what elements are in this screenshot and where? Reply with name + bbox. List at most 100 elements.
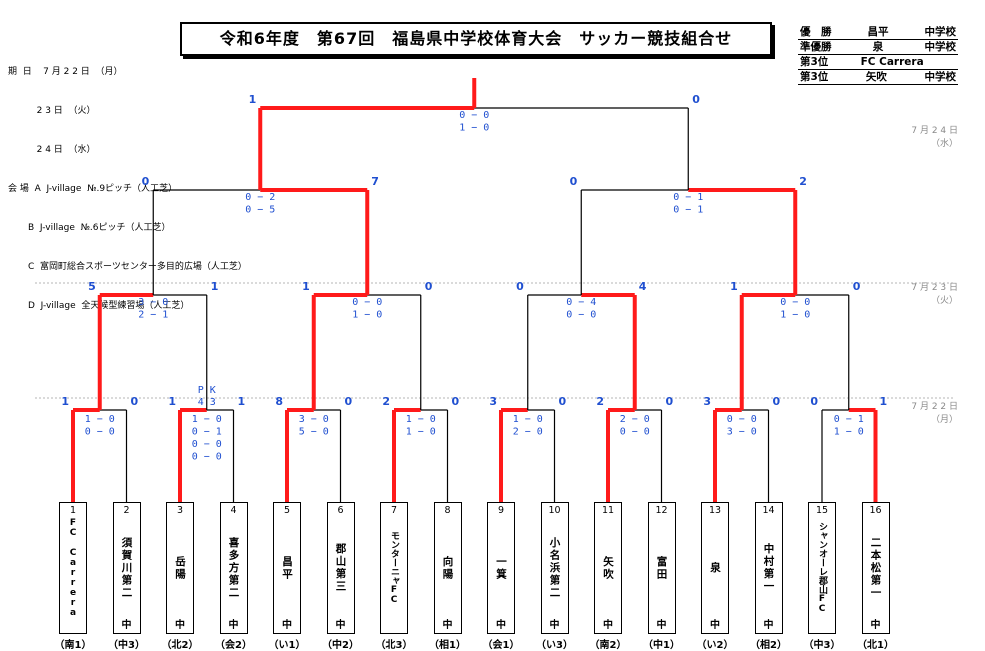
team-number: 8 [444,505,451,516]
score-left: 5 [88,280,96,293]
score-right: 0 [452,395,460,408]
result-team: 矢吹 [865,71,887,83]
team-number: 3 [176,505,184,516]
half-score: 3 − 0 [299,414,329,425]
half-score: 0 − 0 [566,310,596,321]
half-score: 0 − 4 [566,297,596,308]
team-name: FC Carrera [68,518,78,618]
team-suffix: 中 [603,620,613,631]
half-score: 0 − 1 [673,192,703,203]
team-suffix: 中 [763,620,774,631]
score-right: 0 [559,395,567,408]
score-right: 0 [773,395,781,408]
result-team: 泉 [872,41,884,53]
team-region: （中2） [322,640,359,651]
team-suffix: 中 [175,620,185,631]
info-line: C 富岡町総合スポーツセンター多目的広場（人工芝） [8,262,247,272]
team-region: （南2） [589,640,627,651]
result-suffix: 中学校 [924,26,957,38]
result-suffix: 中学校 [924,41,957,53]
half-score: 1 − 0 [780,310,810,321]
team-name: 二本松第一 [869,536,882,600]
team-region: （い3） [536,640,573,651]
info-line: 期 日 7 月 2 2 日 （月） [8,67,123,77]
score-left: 3 [703,395,711,408]
date-label: （火） [931,295,958,306]
half-score: 5 − 0 [299,427,329,438]
team-region: （北3） [375,640,413,651]
page-title: 令和6年度 第67回 福島県中学校体育大会 サッカー競技組合せ [180,22,772,56]
result-row: 第3位 矢吹 中学校 [798,70,958,85]
team-suffix: 中 [549,620,560,631]
team-region: （い1） [268,640,306,651]
half-score: 1 − 0 [406,414,436,425]
team-region: （中3） [803,640,841,651]
date-label: （水） [931,137,958,149]
score-left: 0 [516,280,524,293]
half-score: 1 − 0 [513,414,543,425]
half-score: 0 − 0 [780,297,810,308]
team-number: 15 [815,505,829,516]
team-name: 喜多方第二 [227,536,240,600]
score-left: 1 [168,395,176,408]
result-rank: 優 勝 [800,26,832,38]
half-score: 0 − 1 [192,427,222,438]
half-score: 2 − 0 [513,427,543,438]
team-region: （会1） [482,640,520,651]
team-number: 4 [230,505,237,516]
half-score: 2 − 1 [138,310,168,321]
result-row: 準優勝 泉 中学校 [798,40,958,55]
team-suffix: 中 [656,620,667,631]
info-line: 2 3 日 （火） [8,106,96,116]
score-right: 0 [692,93,700,106]
half-score: 1 − 0 [459,123,489,134]
team-region: （い2） [696,640,734,651]
team-name: 富田 [655,555,668,581]
score-right: 4 [639,280,647,293]
team-name: モンターニャFC [389,531,399,605]
team-name: 一箕 [495,555,507,581]
half-score: 1 − 0 [352,310,382,321]
team-name: 矢吹 [602,555,614,581]
score-right: 7 [371,175,379,188]
result-rank: 準優勝 [800,41,832,53]
team-suffix: 中 [496,620,506,631]
score-right: 0 [853,280,861,293]
half-score: 1 − 0 [85,414,115,425]
half-score: 0 − 2 [245,192,275,203]
half-score: 0 − 0 [192,439,222,450]
score-left: 2 [382,395,390,408]
score-right: 0 [345,395,353,408]
team-name: 昌平 [281,555,293,581]
result-suffix: 中学校 [924,71,957,83]
team-number: 2 [123,505,130,516]
half-score: 0 − 0 [459,110,489,121]
half-score: 1 − 0 [192,414,222,425]
score-left: 0 [810,395,818,408]
team-number: 10 [548,505,561,516]
team-name: 岳陽 [174,555,186,581]
half-score: 0 − 0 [192,452,222,463]
date-label: 7 月 2 3 日 [911,282,958,293]
team-region: （北2） [161,640,199,651]
team-name: 中村第一 [762,543,775,593]
score-right: 1 [211,280,219,293]
half-score: 2 − 0 [620,414,650,425]
team-region: （会2） [215,640,252,651]
result-rank: 第3位 [800,71,829,83]
half-score: 0 − 0 [352,297,382,308]
team-number: 13 [708,505,722,516]
result-team: 昌平 [867,26,889,38]
team-number: 9 [497,505,505,516]
score-right: 1 [880,395,888,408]
